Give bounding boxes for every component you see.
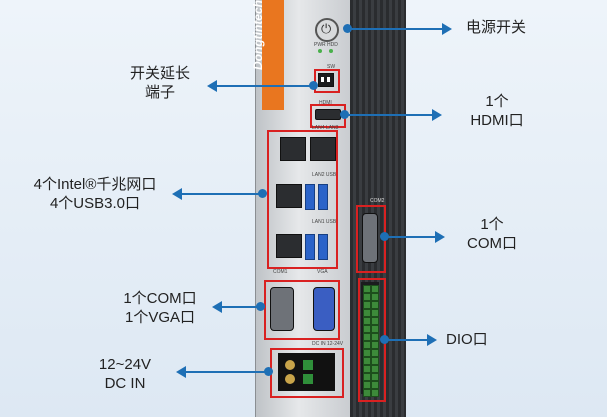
dio-pin xyxy=(363,365,371,373)
callout-lan-2: 4个USB3.0口 xyxy=(49,195,141,212)
brand-logo: Dongtintech xyxy=(251,0,265,70)
callout-power-switch: 电源开关 xyxy=(466,19,527,36)
lan1-port[interactable] xyxy=(276,234,302,258)
pwr-hdd-label: PWR HDD xyxy=(314,42,338,48)
callout-hdmi-1: 1个 xyxy=(485,93,509,110)
dio-pin xyxy=(371,333,379,341)
switch-ext-arrow xyxy=(207,80,217,92)
dio-pin xyxy=(371,301,379,309)
dio-pin xyxy=(371,317,379,325)
callout-com-1: 1个 xyxy=(480,216,504,233)
lan-callout-dot xyxy=(258,189,267,198)
dio-pin xyxy=(363,373,371,381)
lan-callout-arrow xyxy=(172,188,182,200)
dio-pin xyxy=(363,301,371,309)
hdmi-port[interactable] xyxy=(315,109,341,120)
lan-callout-line xyxy=(181,193,261,195)
callout-switch-ext-2: 端子 xyxy=(144,84,175,101)
usb-port-1[interactable] xyxy=(305,184,315,210)
dio-pin xyxy=(371,341,379,349)
com-callout-arrow xyxy=(435,231,445,243)
dio-pin xyxy=(371,365,379,373)
sw-label: SW xyxy=(327,64,336,70)
hdd-led xyxy=(329,49,333,53)
callout-hdmi-2: HDMI口 xyxy=(470,112,524,129)
vga-port[interactable] xyxy=(313,287,335,331)
dio-pin xyxy=(363,357,371,365)
dio-callout-dot xyxy=(380,335,389,344)
com-callout-line xyxy=(385,236,435,238)
com2-port[interactable] xyxy=(362,213,378,263)
hdmi-silk-label: HDMI xyxy=(319,100,332,106)
dc-callout-line xyxy=(185,371,267,373)
dio-callout-line xyxy=(385,339,427,341)
callout-dc-2: DC IN xyxy=(104,375,146,392)
switch-ext-line xyxy=(216,85,312,87)
power-callout-line xyxy=(348,28,442,30)
dio-pin xyxy=(371,325,379,333)
callout-dc-1: 12~24V xyxy=(98,356,152,373)
switch-terminal[interactable] xyxy=(318,73,334,87)
callout-dio: DIO口 xyxy=(446,331,488,348)
dcin-silk: DC IN 12-24V xyxy=(312,341,344,347)
dio-pin xyxy=(371,389,379,397)
dio-pin xyxy=(371,285,379,293)
callout-lan-1: 4个Intel®千兆网口 xyxy=(33,176,157,193)
dc-callout-arrow xyxy=(176,366,186,378)
usb-port-3[interactable] xyxy=(305,234,315,260)
dc-in-terminal[interactable] xyxy=(278,353,335,391)
usb-port-4[interactable] xyxy=(318,234,328,260)
lan-usb-box xyxy=(267,130,338,269)
dio-pin xyxy=(363,349,371,357)
callout-switch-ext-1: 开关延长 xyxy=(129,65,190,82)
lan-bot-silk: LAN1 USB xyxy=(312,219,337,225)
dio-pin xyxy=(363,293,371,301)
power-callout-arrow xyxy=(442,23,452,35)
dio-connector[interactable] xyxy=(361,282,379,397)
switch-ext-dot xyxy=(309,81,318,90)
dio-pin xyxy=(363,309,371,317)
usb-port-2[interactable] xyxy=(318,184,328,210)
power-callout-dot xyxy=(343,24,352,33)
hdmi-callout-dot xyxy=(340,110,349,119)
vga-silk: VGA xyxy=(317,269,328,275)
comvga-callout-arrow xyxy=(212,301,222,313)
comvga-callout-line xyxy=(221,306,259,308)
dio-pin xyxy=(363,389,371,397)
callout-com-2: COM口 xyxy=(467,235,517,252)
com2-silk: COM2 xyxy=(370,198,385,204)
dio-callout-arrow xyxy=(427,334,437,346)
lan3-port[interactable] xyxy=(310,137,336,161)
lan-mid-silk: LAN2 USB xyxy=(312,172,337,178)
com-callout-dot xyxy=(380,232,389,241)
lan2-port[interactable] xyxy=(276,184,302,208)
lan-top-silk: LAN4 LAN3 xyxy=(312,125,339,131)
hdmi-callout-arrow xyxy=(432,109,442,121)
brand-strip xyxy=(262,0,284,110)
dc-callout-dot xyxy=(264,367,273,376)
callout-comvga-1: 1个COM口 xyxy=(123,290,197,307)
dio-pin xyxy=(363,317,371,325)
dio-pin xyxy=(363,333,371,341)
dio-pin xyxy=(371,349,379,357)
dio-pin xyxy=(371,293,379,301)
pwr-led xyxy=(318,49,322,53)
callout-comvga-2: 1个VGA口 xyxy=(124,309,196,326)
dio-pin xyxy=(371,373,379,381)
com-vga-box xyxy=(264,280,340,340)
dio-pin xyxy=(363,325,371,333)
power-button[interactable]: ⏻ xyxy=(315,18,339,42)
dio-pin xyxy=(371,357,379,365)
dio-pin xyxy=(363,341,371,349)
com1-port[interactable] xyxy=(270,287,294,331)
comvga-callout-dot xyxy=(256,302,265,311)
dio-pin xyxy=(363,285,371,293)
dio-pin xyxy=(371,309,379,317)
power-icon: ⏻ xyxy=(321,21,332,36)
lan4-port[interactable] xyxy=(280,137,306,161)
hdmi-callout-line xyxy=(345,114,432,116)
com1-silk: COM1 xyxy=(273,269,288,275)
dio-pin xyxy=(371,381,379,389)
dio-pin xyxy=(363,381,371,389)
